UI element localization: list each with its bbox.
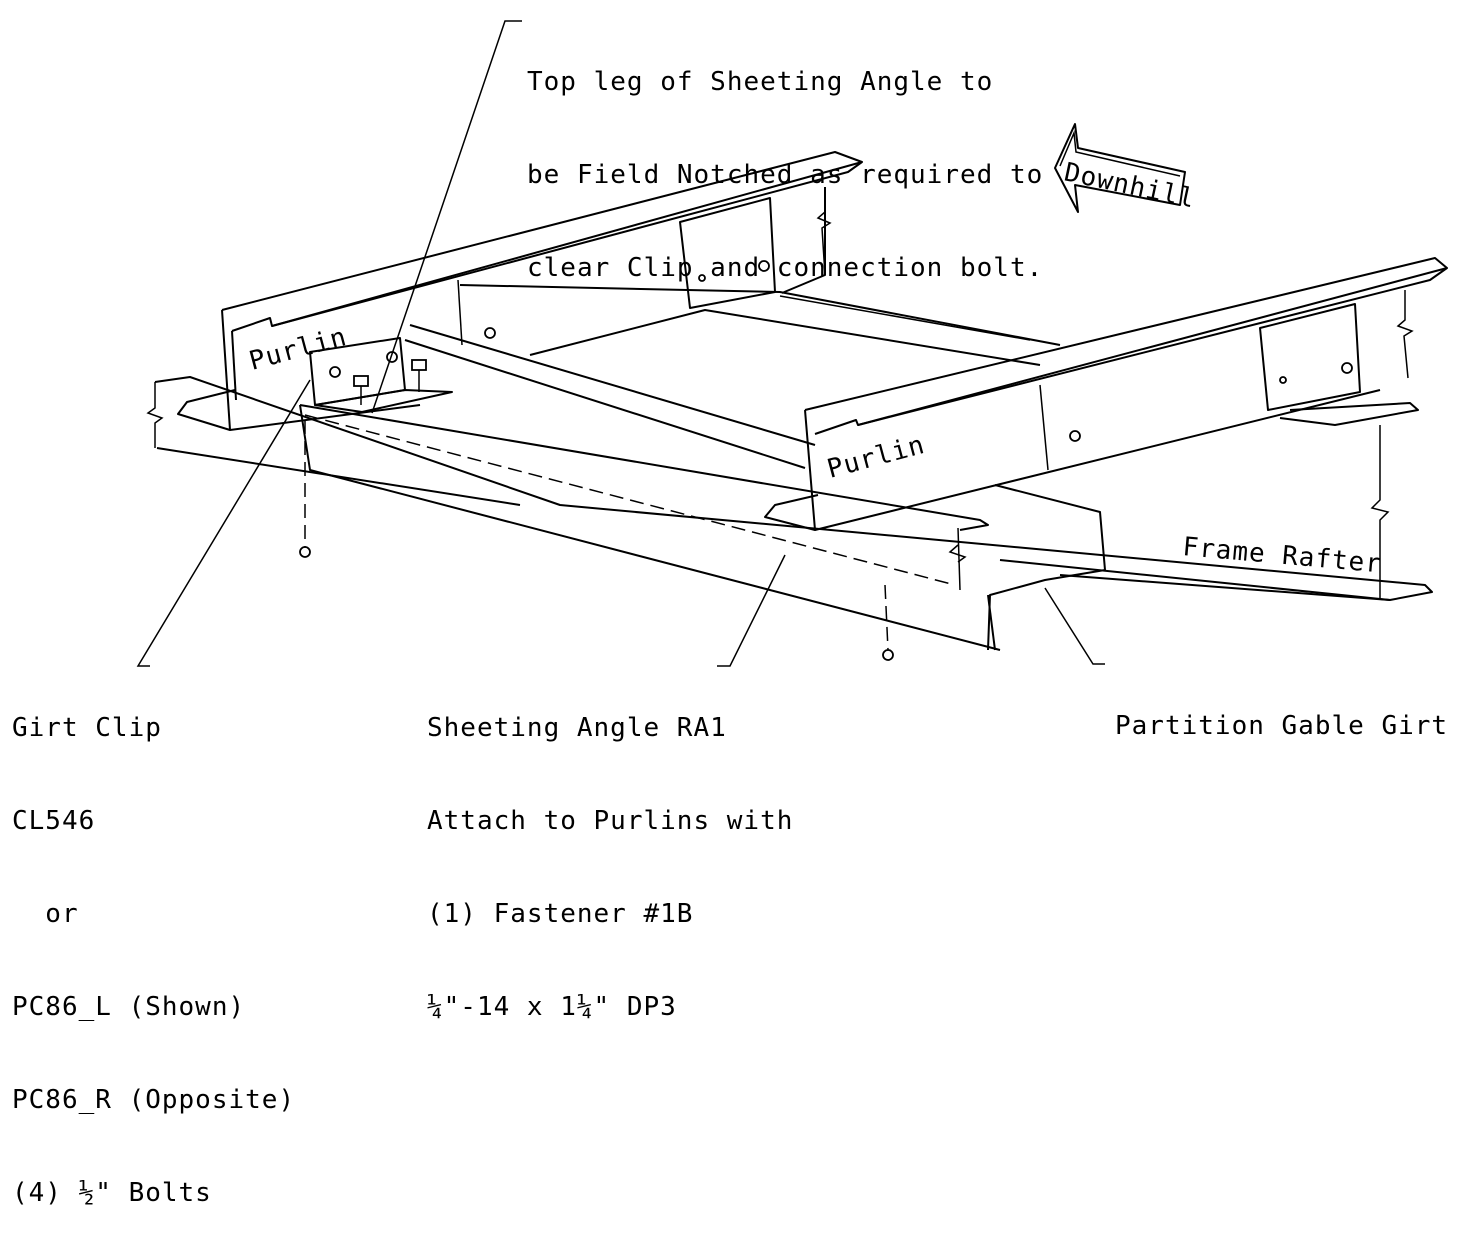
note-line: Sheeting Angle RA1 bbox=[427, 713, 727, 743]
partition-gable-girt-note: Partition Gable Girt bbox=[1115, 649, 1448, 773]
downhill-arrow: Downhill bbox=[1054, 123, 1199, 215]
bolt bbox=[484, 327, 496, 339]
note-line: PC86_L (Shown) bbox=[12, 992, 246, 1022]
downhill-label: Downhill bbox=[1062, 158, 1199, 215]
note-line: clear Clip and connection bolt. bbox=[527, 253, 1044, 283]
partition-gable-girt bbox=[948, 484, 1106, 651]
girt-clip-note: Girt Clip CL546 or PC86_L (Shown) PC86_R… bbox=[12, 651, 295, 1240]
note-line: PC86_R (Opposite) bbox=[12, 1085, 296, 1115]
purlin-right bbox=[764, 257, 1448, 531]
note-line: or bbox=[12, 899, 79, 929]
roof-framing-isometric-drawing: Downhill Purlin Purlin Frame Rafter bbox=[136, 20, 1448, 667]
note-line: (1) Fastener #1B bbox=[427, 899, 694, 929]
bolt bbox=[1279, 376, 1287, 384]
note-line: Attach to Purlins with bbox=[427, 806, 794, 836]
girt-clip bbox=[309, 337, 453, 413]
note-line: Partition Gable Girt bbox=[1115, 711, 1449, 741]
back-girt bbox=[459, 284, 1061, 366]
note-line: Girt Clip bbox=[12, 713, 162, 743]
sheeting-angle-note: Sheeting Angle RA1 Attach to Purlins wit… bbox=[427, 651, 793, 1054]
bolt bbox=[329, 366, 341, 378]
fastener bbox=[299, 546, 311, 558]
frame-rafter bbox=[146, 376, 1433, 601]
purlin-left bbox=[177, 151, 863, 431]
bolt bbox=[1069, 430, 1081, 442]
bolt bbox=[698, 274, 706, 282]
bolt bbox=[758, 260, 770, 272]
purlin-right-label: Purlin bbox=[824, 430, 928, 485]
note-line: ¼"-14 x 1¼" DP3 bbox=[427, 992, 677, 1022]
bolt bbox=[411, 359, 427, 371]
sheeting-angle bbox=[299, 324, 1001, 651]
bolts bbox=[299, 260, 1353, 661]
note-line: CL546 bbox=[12, 806, 96, 836]
fastener bbox=[882, 649, 894, 661]
note-line: Top leg of Sheeting Angle to bbox=[527, 67, 994, 97]
leader-lines bbox=[136, 20, 1105, 667]
note-line: be Field Notched as required to bbox=[527, 160, 1044, 190]
note-line: (4) ½" Bolts bbox=[12, 1178, 212, 1208]
top-leg-note: Top leg of Sheeting Angle to be Field No… bbox=[527, 5, 1043, 315]
bolt bbox=[1341, 362, 1353, 374]
bolt bbox=[353, 375, 369, 387]
